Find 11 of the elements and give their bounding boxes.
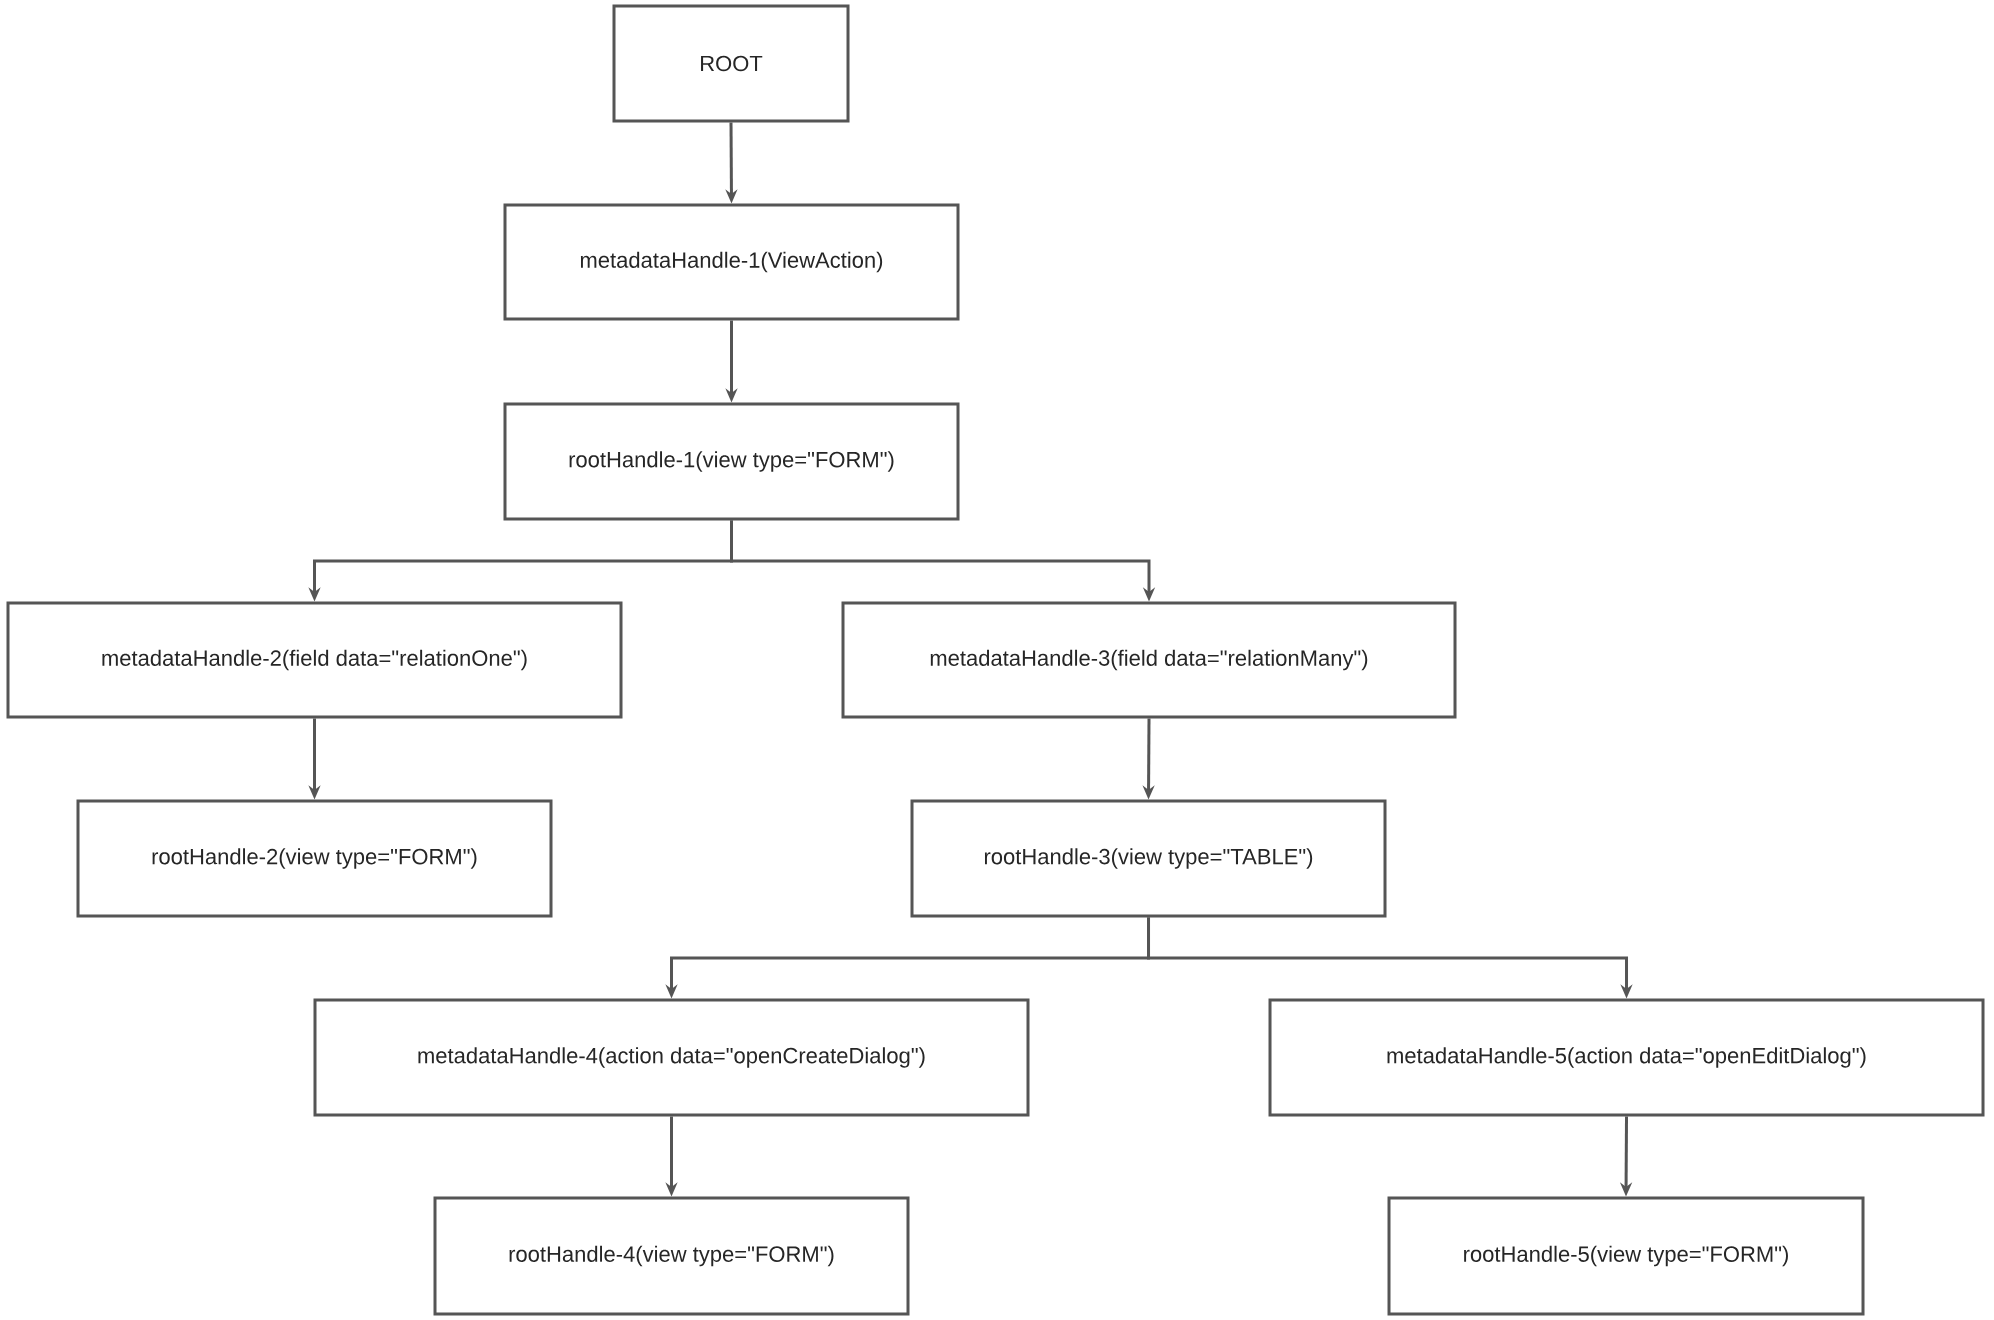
process-box: rootHandle-1(view type="FORM") xyxy=(503,402,960,521)
process-box: metadataHandle-4(action data="openCreateDialog") xyxy=(313,998,1030,1117)
process-box: metadataHandle-3(field data="relationMany") xyxy=(841,601,1457,719)
process-box: rootHandle-5(view type="FORM") xyxy=(1387,1196,1865,1316)
process-box: rootHandle-3(view type="TABLE") xyxy=(910,799,1387,918)
process-box: metadataHandle-5(action data="openEditDialog") xyxy=(1268,998,1985,1117)
process-box: rootHandle-2(view type="FORM") xyxy=(76,799,553,918)
process-box: metadataHandle-1(ViewAction) xyxy=(503,203,960,321)
process-box: metadataHandle-2(field data="relationOne") xyxy=(6,601,623,719)
process-box: ROOT xyxy=(612,4,850,123)
process-box: rootHandle-4(view type="FORM") xyxy=(433,1196,910,1316)
